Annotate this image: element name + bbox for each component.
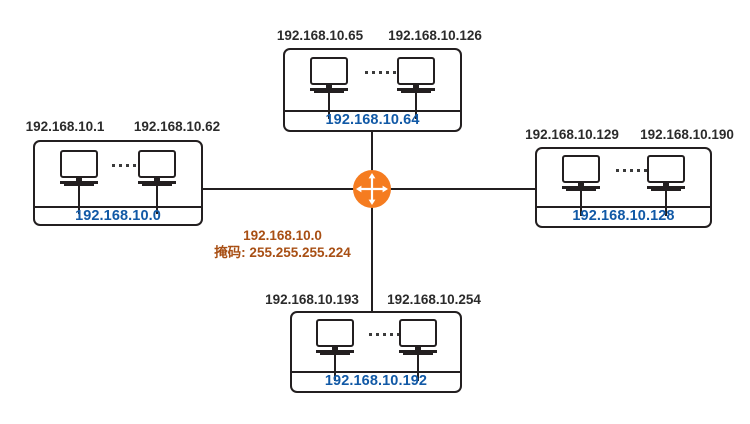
monitor-neck-icon	[154, 178, 160, 181]
monitor-screen-icon	[399, 319, 437, 347]
subnet-bottom-divider	[292, 371, 460, 373]
monitor-base-icon	[60, 181, 98, 184]
host-label-top-last: 192.168.10.126	[388, 28, 482, 43]
monitor-foot-icon	[566, 189, 596, 191]
monitor-screen-icon	[562, 155, 600, 183]
link-left-to-router	[203, 188, 355, 190]
monitor-foot-icon	[320, 353, 350, 355]
host-icon-top-last	[394, 57, 438, 119]
host-icon-left-last	[135, 150, 179, 214]
host-icon-right-last	[644, 155, 688, 216]
router-arrows-icon	[356, 173, 388, 205]
host-icon-bottom-last	[396, 319, 440, 381]
monitor-foot-icon	[403, 353, 433, 355]
subnet-box-right[interactable]: 192.168.10.128	[535, 147, 712, 228]
monitor-base-icon	[647, 186, 685, 189]
monitor-screen-icon	[647, 155, 685, 183]
monitor-foot-icon	[64, 184, 94, 186]
monitor-neck-icon	[415, 347, 421, 350]
subnet-right-hosts	[537, 149, 710, 216]
annotation-mask: 掩码: 255.255.255.224	[214, 245, 351, 260]
subnet-left-divider	[35, 206, 201, 208]
monitor-neck-icon	[332, 347, 338, 350]
monitor-stand-line	[417, 355, 419, 381]
subnet-top-hosts	[285, 50, 460, 119]
monitor-stand-line	[665, 191, 667, 216]
host-icon-top-first	[307, 57, 351, 119]
annotation-network: 192.168.10.0	[243, 228, 322, 243]
monitor-neck-icon	[326, 85, 332, 88]
host-label-left-first: 192.168.10.1	[25, 119, 105, 134]
monitor-foot-icon	[314, 91, 344, 93]
monitor-neck-icon	[413, 85, 419, 88]
subnet-label-left: 192.168.10.0	[75, 208, 161, 224]
subnet-bottom-hosts	[292, 313, 460, 381]
host-icon-left-first	[57, 150, 101, 214]
monitor-stand-line	[328, 93, 330, 119]
monitor-stand-line	[415, 93, 417, 119]
host-label-bottom-first: 192.168.10.193	[265, 292, 359, 307]
subnet-top-divider	[285, 110, 460, 112]
monitor-neck-icon	[76, 178, 82, 181]
monitor-screen-icon	[138, 150, 176, 178]
subnet-left-hosts	[35, 142, 201, 214]
monitor-stand-line	[580, 191, 582, 216]
host-label-top-first: 192.168.10.65	[276, 28, 364, 43]
monitor-base-icon	[399, 350, 437, 353]
router-icon[interactable]	[353, 170, 391, 208]
host-icon-right-first	[559, 155, 603, 216]
monitor-screen-icon	[316, 319, 354, 347]
host-label-left-last: 192.168.10.62	[133, 119, 221, 134]
subnet-label-bottom: 192.168.10.192	[324, 373, 428, 389]
host-label-right-last: 192.168.10.190	[640, 127, 734, 142]
host-label-right-first: 192.168.10.129	[525, 127, 619, 142]
link-top-to-router	[371, 131, 373, 172]
monitor-screen-icon	[60, 150, 98, 178]
monitor-foot-icon	[651, 189, 681, 191]
monitor-base-icon	[310, 88, 348, 91]
monitor-base-icon	[316, 350, 354, 353]
subnet-label-top: 192.168.10.64	[325, 112, 420, 128]
monitor-stand-line	[156, 186, 158, 214]
ellipsis-bottom	[369, 333, 400, 336]
monitor-base-icon	[138, 181, 176, 184]
ellipsis-top	[365, 71, 396, 74]
subnet-label-right: 192.168.10.128	[572, 208, 675, 224]
monitor-screen-icon	[310, 57, 348, 85]
network-annotation: 192.168.10.0 掩码: 255.255.255.224	[200, 227, 365, 261]
monitor-stand-line	[78, 186, 80, 214]
link-router-to-right	[389, 188, 537, 190]
host-label-bottom-last: 192.168.10.254	[387, 292, 481, 307]
monitor-foot-icon	[142, 184, 172, 186]
monitor-foot-icon	[401, 91, 431, 93]
monitor-stand-line	[334, 355, 336, 381]
monitor-neck-icon	[578, 183, 584, 186]
subnet-right-divider	[537, 206, 710, 208]
link-router-to-bottom	[371, 206, 373, 312]
monitor-base-icon	[562, 186, 600, 189]
subnet-box-bottom[interactable]: 192.168.10.192	[290, 311, 462, 393]
monitor-neck-icon	[663, 183, 669, 186]
host-icon-bottom-first	[313, 319, 357, 381]
monitor-base-icon	[397, 88, 435, 91]
monitor-screen-icon	[397, 57, 435, 85]
ellipsis-right	[616, 169, 647, 172]
subnet-box-top[interactable]: 192.168.10.64	[283, 48, 462, 132]
subnet-box-left[interactable]: 192.168.10.0	[33, 140, 203, 226]
